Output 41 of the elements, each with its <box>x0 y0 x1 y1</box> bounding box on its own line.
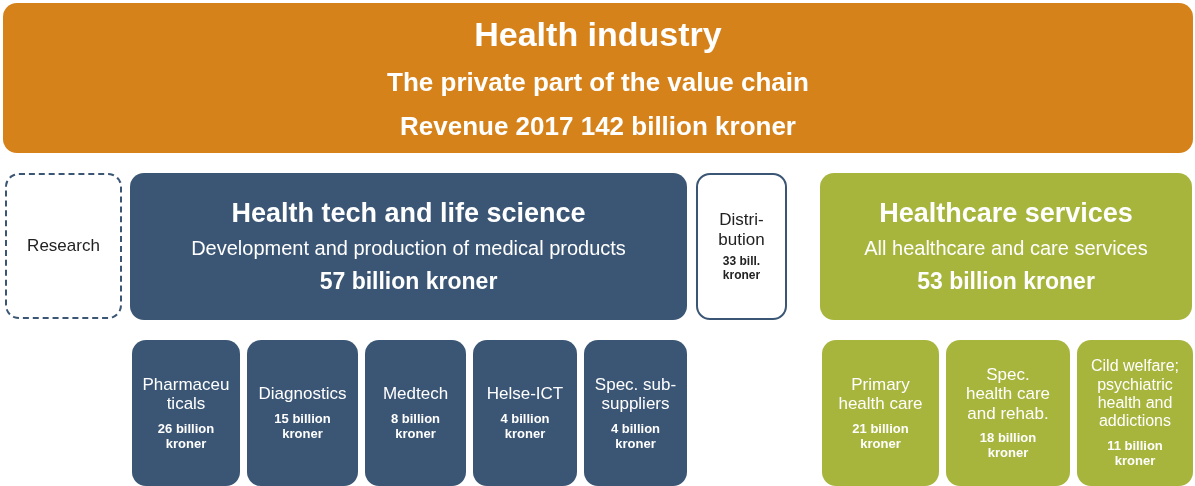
sector-box <box>130 173 687 320</box>
category-box <box>584 340 687 486</box>
box-label: Research <box>27 236 100 256</box>
amount-text: 21 billion kroner <box>851 421 910 452</box>
research-box <box>5 173 122 319</box>
category-box <box>132 340 240 486</box>
amount-text: 33 bill. kroner <box>721 255 762 283</box>
category-name: Primary health care <box>837 374 924 414</box>
category-name: Diagnostics <box>258 384 347 404</box>
category-name: Spec. health care and rehab. <box>964 364 1052 424</box>
category-box <box>1077 340 1193 486</box>
amount-text: 4 billion kroner <box>609 421 662 452</box>
header-banner <box>3 3 1193 153</box>
category-name: Helse-ICT <box>486 384 564 404</box>
distribution-box <box>696 173 787 320</box>
category-name: Spec. sub- suppliers <box>593 374 678 414</box>
sector-box <box>820 173 1192 320</box>
heading: Healthcare services <box>879 198 1133 230</box>
amount-text: 18 billion kroner <box>978 431 1038 462</box>
heading: Health industry <box>474 14 722 54</box>
revenue-text: Revenue 2017 142 billion kroner <box>400 111 796 142</box>
amount-text: 15 billion kroner <box>273 411 332 442</box>
category-box <box>473 340 577 486</box>
amount-text: 4 billion kroner <box>499 411 551 442</box>
amount-text: 53 billion kroner <box>917 268 1095 295</box>
category-box <box>365 340 466 486</box>
amount-text: 26 billion kroner <box>156 421 216 452</box>
box-label: Distri- bution <box>717 210 766 250</box>
amount-text: 8 billion kroner <box>389 411 442 442</box>
category-box <box>247 340 358 486</box>
amount-text: 11 billion kroner <box>1106 438 1164 469</box>
amount-text: 57 billion kroner <box>319 268 498 295</box>
category-name: Pharmaceu ticals <box>141 374 231 414</box>
heading: Health tech and life science <box>231 198 586 230</box>
description: All healthcare and care services <box>864 237 1148 261</box>
category-name: Cild welfare; psychiatric health and addictions <box>1090 357 1180 431</box>
category-box <box>946 340 1070 486</box>
subheading: The private part of the value chain <box>387 67 809 98</box>
category-box <box>822 340 939 486</box>
description: Development and production of medical products <box>191 237 626 261</box>
category-name: Medtech <box>382 384 449 404</box>
